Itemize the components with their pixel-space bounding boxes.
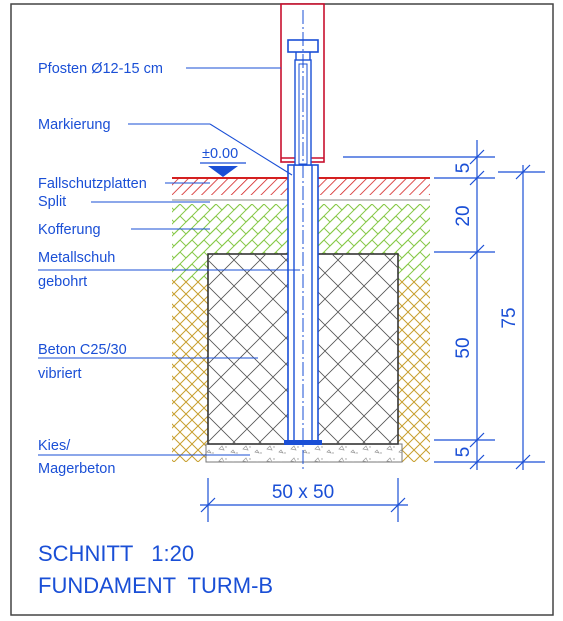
drawing-title-line1: SCHNITT 1:20	[38, 541, 194, 566]
level-label: ±0.00	[202, 146, 238, 162]
dim-5-top: 5	[453, 163, 474, 174]
shoe-base-plate	[284, 440, 322, 445]
dim-5-bottom: 5	[453, 447, 474, 458]
post-label: Pfosten Ø12-15 cm	[38, 61, 163, 77]
metal-shoe-label-line1: Metallschuh	[38, 250, 115, 266]
gravel-label-line1: Kies/	[38, 438, 71, 454]
vertical-dimension-chain	[343, 140, 545, 470]
dim-width: 50 x 50	[272, 482, 334, 503]
drawing-title-line2: FUNDAMENT TURM-B	[38, 573, 273, 598]
leader-lines	[38, 67, 300, 456]
metal-shoe-label-line2: gebohrt	[38, 274, 87, 290]
bedding-label: Kofferung	[38, 222, 101, 238]
marking-label: Markierung	[38, 117, 111, 133]
fall-protection-label: Fallschutzplatten	[38, 176, 147, 192]
gravel-label-line2: Magerbeton	[38, 461, 115, 477]
concrete-label-line1: Beton C25/30	[38, 342, 127, 358]
concrete-label-line2: vibriert	[38, 366, 82, 382]
level-marker-icon	[208, 166, 238, 177]
horizontal-dimension	[200, 478, 408, 522]
dim-75: 75	[499, 307, 520, 328]
dim-20: 20	[453, 205, 474, 226]
split-label: Split	[38, 194, 66, 210]
dim-50: 50	[453, 337, 474, 358]
